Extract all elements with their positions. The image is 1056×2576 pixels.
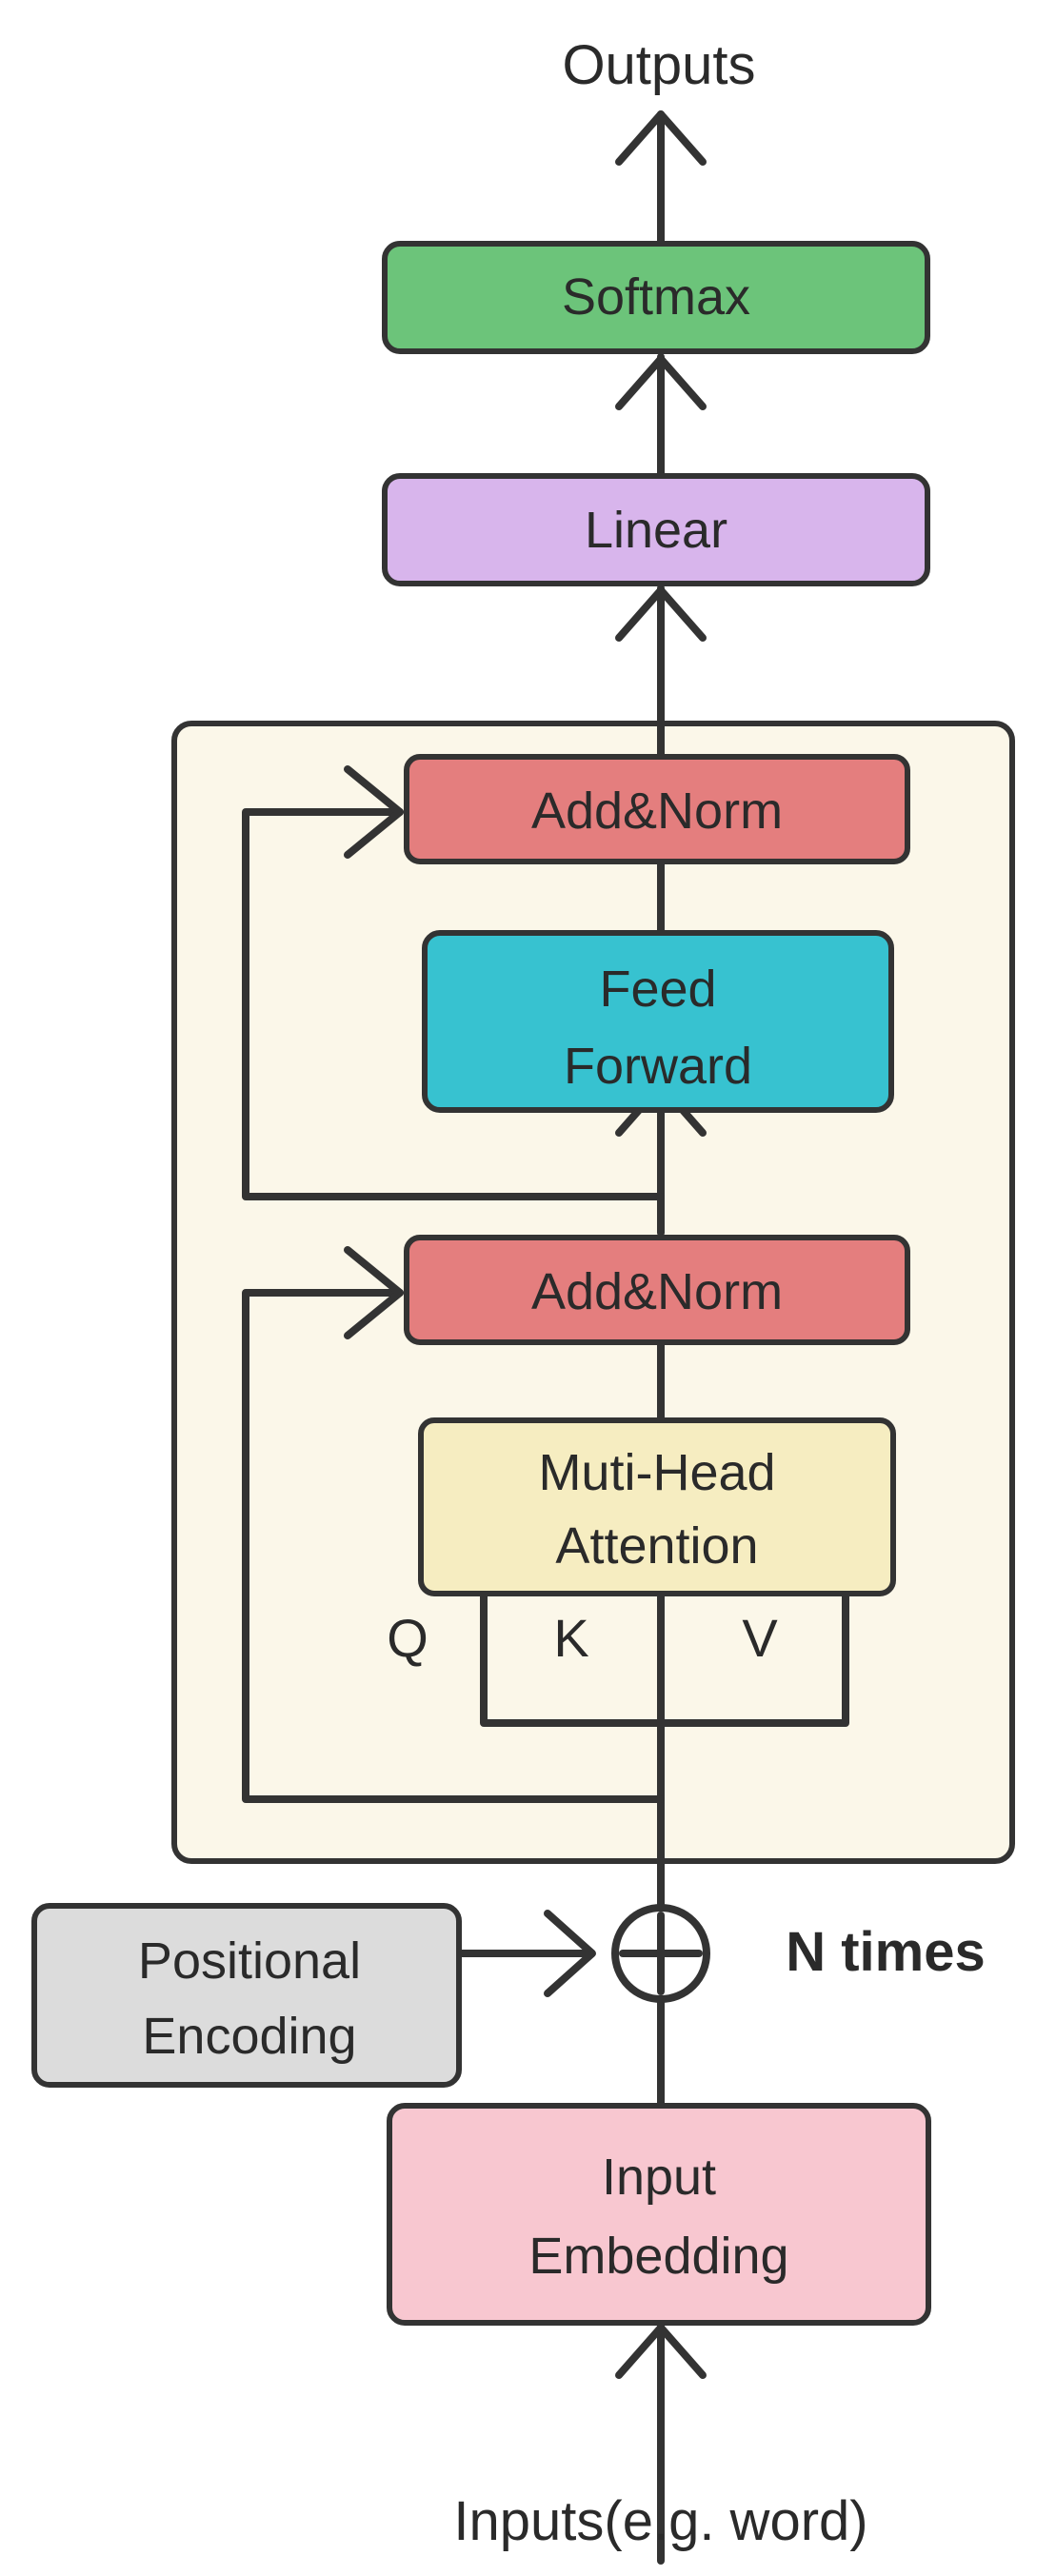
n-times-label: N times bbox=[786, 1921, 986, 1983]
positional-encoding-label-line1: Positional bbox=[138, 1932, 361, 1990]
arrowhead-outputs bbox=[615, 110, 707, 166]
positional-encoding-label-line2: Encoding bbox=[142, 2008, 356, 2065]
add-norm-top-label: Add&Norm bbox=[531, 783, 783, 840]
k-label: K bbox=[553, 1608, 588, 1668]
add-norm-bottom-box bbox=[404, 1235, 910, 1345]
residual-connection-bottom bbox=[242, 1289, 665, 1803]
add-icon bbox=[611, 1904, 710, 2003]
arrowhead-linear bbox=[615, 586, 707, 642]
v-label: V bbox=[742, 1608, 778, 1668]
arrowhead-residual-top bbox=[344, 765, 404, 859]
linear-label: Linear bbox=[585, 502, 727, 559]
multi-head-attention-box bbox=[418, 1417, 896, 1596]
add-norm-bottom-label: Add&Norm bbox=[531, 1263, 783, 1320]
q-label: Q bbox=[387, 1608, 428, 1668]
outputs-label: Outputs bbox=[562, 34, 755, 96]
add-norm-top-box bbox=[404, 754, 910, 864]
arrowhead-residual-bottom bbox=[344, 1246, 404, 1339]
inputs-label: Inputs(e.g. word) bbox=[453, 2490, 867, 2552]
softmax-label: Softmax bbox=[562, 268, 750, 326]
softmax-box bbox=[382, 241, 930, 354]
input-embedding-box bbox=[387, 2103, 931, 2326]
input-embedding-label-line2: Embedding bbox=[528, 2228, 788, 2285]
residual-connection-top bbox=[242, 808, 665, 1200]
arrowhead-inputs bbox=[615, 2324, 707, 2379]
multi-head-attention-label-line2: Attention bbox=[555, 1517, 758, 1575]
qkv-split-line bbox=[480, 1536, 849, 1727]
arrowhead-positional bbox=[544, 1910, 596, 1997]
feed-forward-label-line1: Feed bbox=[599, 961, 716, 1018]
feed-forward-label-line2: Forward bbox=[564, 1038, 752, 1095]
linear-box bbox=[382, 473, 930, 586]
multi-head-attention-label-line1: Muti-Head bbox=[538, 1444, 775, 1501]
input-embedding-label-line1: Input bbox=[602, 2149, 716, 2206]
feed-forward-box bbox=[422, 930, 894, 1113]
positional-encoding-box bbox=[31, 1903, 462, 2088]
arrowhead-softmax bbox=[615, 355, 707, 410]
